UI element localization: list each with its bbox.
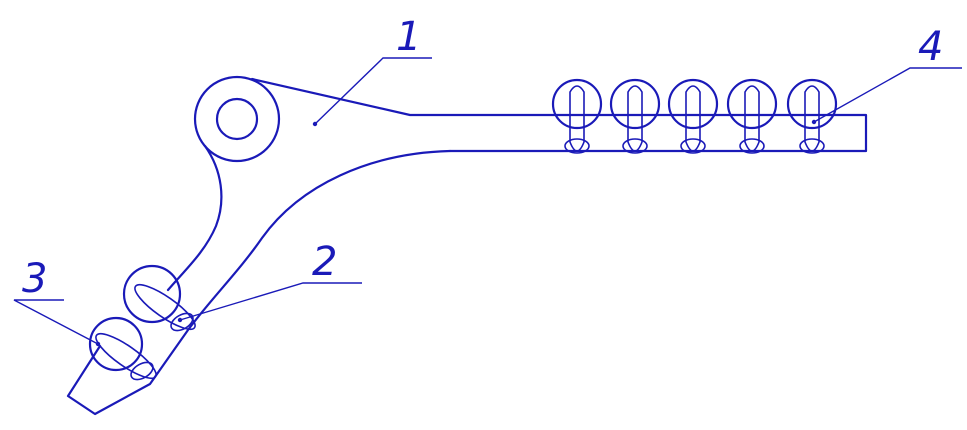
- callout-3: 3: [13, 256, 101, 347]
- label-part-3: 3: [22, 256, 47, 302]
- lever-inner-curve: [166, 144, 223, 292]
- roller-clip: [622, 138, 648, 154]
- upper-roller-4: [726, 78, 778, 154]
- leader-dot-1: [312, 121, 318, 127]
- roller-disc: [609, 78, 661, 130]
- roller-pin: [744, 85, 760, 152]
- roller-pin: [804, 85, 820, 152]
- leader-line-2: [179, 282, 362, 321]
- roller-clip: [564, 138, 590, 154]
- label-part-1: 1: [396, 14, 421, 60]
- leader-line-4: [813, 67, 962, 123]
- callout-2: 2: [177, 239, 362, 323]
- pivot-outer-circle: [193, 75, 281, 163]
- roller-clip: [739, 138, 765, 154]
- roller-clip: [680, 138, 706, 154]
- upper-roller-3: [667, 78, 719, 154]
- lever-upper-edge: [250, 77, 868, 153]
- roller-pin: [627, 85, 643, 152]
- roller-clip: [130, 361, 154, 381]
- label-part-2: 2: [312, 239, 337, 285]
- lever-lower-curve: [66, 149, 452, 416]
- roller-pin: [95, 332, 157, 380]
- upper-roller-2: [609, 78, 661, 154]
- lever-body: [66, 75, 868, 416]
- roller-disc: [122, 264, 182, 324]
- leader-dot-4: [811, 119, 817, 125]
- leader-line-1: [314, 57, 432, 125]
- leader-dot-3: [95, 341, 101, 347]
- upper-roller-1: [551, 78, 603, 154]
- lower-roller-2: [88, 316, 157, 381]
- roller-pin: [685, 85, 701, 152]
- leader-line-3: [13, 299, 99, 345]
- label-part-4: 4: [918, 24, 943, 70]
- roller-disc: [551, 78, 603, 130]
- leader-dot-2: [177, 317, 183, 323]
- roller-disc: [726, 78, 778, 130]
- upper-roller-5: [786, 78, 838, 154]
- roller-clip: [799, 138, 825, 154]
- callout-1: 1: [312, 14, 432, 127]
- roller-pin: [134, 283, 196, 331]
- roller-pin: [569, 85, 585, 152]
- callout-4: 4: [811, 24, 962, 125]
- roller-disc: [786, 78, 838, 130]
- roller-disc: [88, 316, 144, 372]
- pivot-inner-circle: [215, 97, 259, 141]
- roller-disc: [667, 78, 719, 130]
